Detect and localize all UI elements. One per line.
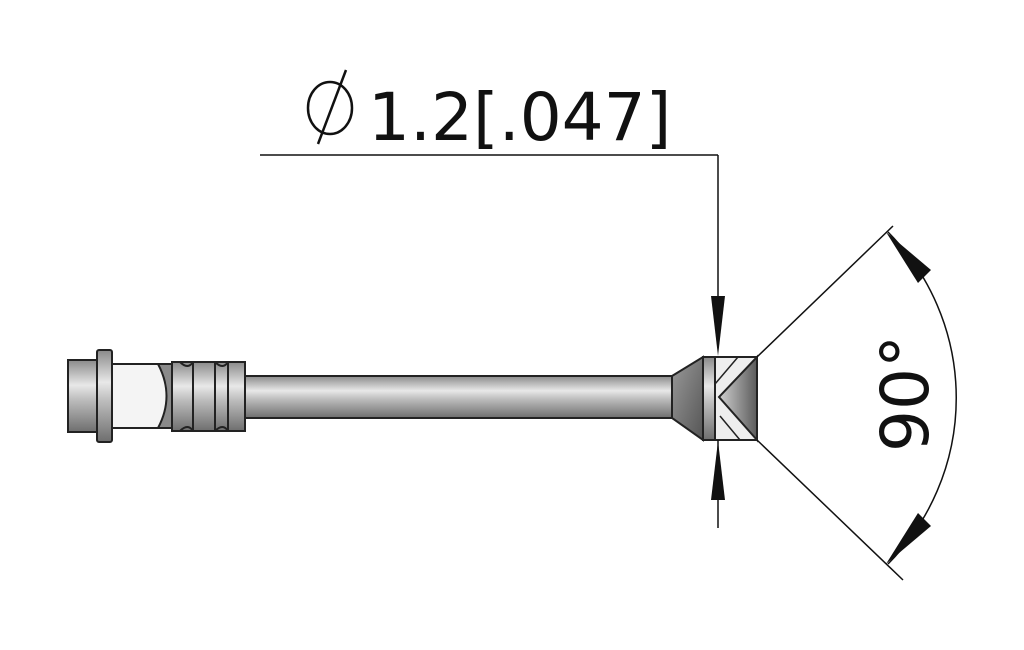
- flat-section-chamfer: [156, 363, 173, 429]
- flange: [96, 349, 113, 443]
- arrow-bottom-icon: [886, 513, 931, 564]
- arrow-up-icon: [711, 441, 725, 500]
- angle-dimension: [756, 225, 957, 581]
- diameter-dimension: [260, 154, 725, 528]
- extension-line-bottom: [756, 439, 904, 581]
- arrow-top-icon: [886, 232, 931, 283]
- arrow-down-icon: [711, 296, 725, 356]
- end-cap: [67, 359, 101, 433]
- tip-cavity: [717, 354, 758, 443]
- groove: [179, 361, 229, 432]
- tip-chamfer-line: [714, 356, 739, 385]
- angle-value: 90°: [867, 335, 944, 452]
- ring: [702, 356, 716, 441]
- diameter-value: 1.2[.047]: [368, 79, 671, 156]
- extension-line-top: [756, 225, 894, 358]
- cone: [671, 355, 704, 442]
- grooved-section: [171, 361, 246, 432]
- shaft: [244, 375, 673, 419]
- nozzle-part: [67, 349, 758, 443]
- tip-chamfer-line: [719, 415, 741, 441]
- diameter-symbol: [306, 69, 354, 145]
